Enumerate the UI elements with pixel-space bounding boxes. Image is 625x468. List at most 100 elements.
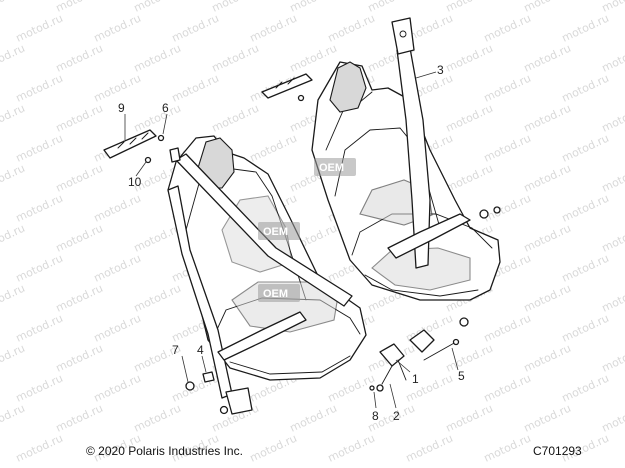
watermark-text: motod.ru [54,342,105,375]
long-bolt-5-head [452,338,460,346]
watermark-text: motod.ru [132,222,183,255]
watermark-text: motod.ru [210,42,261,75]
watermark-text: motod.ru [326,372,377,405]
watermark-text: motod.ru [92,12,143,45]
svg-text:OEM: OEM [263,226,288,238]
watermark-text: motod.ru [482,372,533,405]
trim-bracket-upper [261,73,313,102]
watermark-text: motod.ru [14,72,65,105]
watermark-text: motod.ru [92,192,143,225]
watermark-text: motod.ru [444,0,495,15]
watermark-text: motod.ru [54,162,105,195]
watermark-text: motod.ru [132,0,183,15]
svg-text:OEM: OEM [319,162,344,174]
watermark-text: motod.ru [288,42,339,75]
svg-text:OEM: OEM [263,288,288,300]
watermark-text: motod.ru [248,432,299,465]
watermark-text: motod.ru [132,402,183,435]
watermark-text: motod.ru [14,312,65,345]
watermark-text: motod.ru [326,432,377,465]
watermark-text: motod.ru [560,372,611,405]
watermark-text: motod.ru [132,282,183,315]
watermark-text: motod.ru [560,312,611,345]
watermark-text: motod.ru [0,402,27,435]
watermark-text: motod.ru [248,132,299,165]
watermark-text: motod.ru [444,162,495,195]
callout-8: 8 [372,409,379,423]
watermark-text: motod.ru [92,312,143,345]
watermark-text: motod.ru [0,282,27,315]
callout-6: 6 [162,101,169,115]
watermark-text: motod.ru [0,102,27,135]
watermark-text: motod.ru [92,72,143,105]
watermark-text: motod.ru [600,102,625,135]
copyright-notice: © 2020 Polaris Industries Inc. [86,444,243,458]
trim-bracket-left [103,129,157,159]
watermark-text: motod.ru [482,132,533,165]
watermark-text: motod.ru [0,162,27,195]
clip-6 [157,134,165,142]
watermark-text: motod.ru [54,222,105,255]
watermark-text: motod.ru [560,252,611,285]
passenger-seat [311,17,501,327]
watermark-text: motod.ru [560,72,611,105]
watermark-text: motod.ru [92,252,143,285]
watermark-text: motod.ru [288,0,339,15]
watermark-text: motod.ru [14,432,65,465]
leader-lines [124,71,459,409]
watermark-text: motod.ru [444,402,495,435]
watermark-text: motod.ru [0,0,27,15]
watermark-text: motod.ru [444,102,495,135]
watermark-text: motod.ru [482,192,533,225]
watermark-text: motod.ru [600,222,625,255]
watermark-text: motod.ru [92,372,143,405]
watermark-text: motod.ru [444,42,495,75]
callout-3: 3 [437,63,444,77]
watermark-text: motod.ru [404,432,455,465]
watermark-text: motod.ru [522,342,573,375]
long-bolt-5 [423,341,457,361]
watermark-text: motod.ru [326,12,377,45]
watermark-text: motod.ru [14,12,65,45]
watermark-text: motod.ru [14,192,65,225]
watermark-text: motod.ru [600,162,625,195]
bolt-4 [202,371,215,383]
watermark-text: motod.ru [170,12,221,45]
watermark-text: motod.ru [444,342,495,375]
watermark-text: motod.ru [560,132,611,165]
callout-2: 2 [393,409,400,423]
watermark-text: motod.ru [54,102,105,135]
watermark-text: motod.ru [170,72,221,105]
watermark-text: motod.ru [54,42,105,75]
watermark-text: motod.ru [0,42,27,75]
watermark-text: motod.ru [600,282,625,315]
callout-9: 9 [118,101,125,115]
watermark-text: motod.ru [14,252,65,285]
oem-mark-1: OEM [314,158,356,176]
watermark-text: motod.ru [0,342,27,375]
watermark-text: motod.ru [210,102,261,135]
oem-mark-3: OEM [258,284,300,302]
watermark-text: motod.ru [54,282,105,315]
watermark-text: motod.ru [132,102,183,135]
buckle-assembly [369,329,435,392]
watermark-text: motod.ru [600,342,625,375]
watermark-text: motod.ru [560,12,611,45]
watermark-text: motod.ru [600,42,625,75]
watermark-text: motod.ru [482,72,533,105]
watermark-text: motod.ru [522,162,573,195]
watermark-text: motod.ru [560,192,611,225]
callout-4: 4 [197,343,204,357]
watermark-text: motod.ru [210,0,261,15]
watermark-text: motod.ru [522,102,573,135]
watermark-text: motod.ru [482,12,533,45]
diagram-id: C701293 [533,444,582,458]
watermark-text: motod.ru [248,12,299,45]
callout-10: 10 [128,175,142,189]
watermark-text: motod.ru [14,372,65,405]
watermark-text: motod.ru [522,222,573,255]
watermark-text: motod.ru [522,282,573,315]
watermark-text: motod.ru [14,132,65,165]
